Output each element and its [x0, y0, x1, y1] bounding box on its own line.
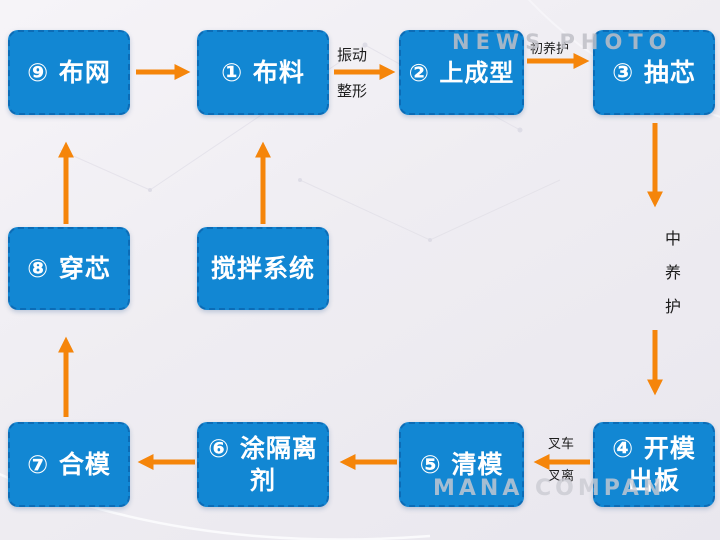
node-step-2-forming: ② 上成型 — [399, 30, 524, 115]
node-step-4-open-mold: ④ 开模出板 — [593, 422, 715, 507]
node-step-5-clean-mold: ⑤ 清模 — [399, 422, 524, 507]
node-label: ④ 开模出板 — [612, 434, 696, 495]
node-step-8-thread-core: ⑧ 穿芯 — [8, 227, 130, 310]
node-label: ⑧ 穿芯 — [27, 253, 111, 283]
node-step-1-distribute: ① 布料 — [197, 30, 329, 115]
node-label: ⑨ 布网 — [27, 57, 111, 87]
node-label: ③ 抽芯 — [612, 57, 696, 87]
edge-label-vibration-line2: 整形 — [337, 82, 368, 100]
node-label: ⑦ 合模 — [27, 449, 111, 479]
node-step-7-close-mold: ⑦ 合模 — [8, 422, 130, 507]
node-label: ① 布料 — [221, 57, 305, 87]
node-step-9-lay-mesh: ⑨ 布网 — [8, 30, 130, 115]
node-label: ② 上成型 — [408, 58, 515, 87]
edge-label-intermediate-curing: 中养护 — [664, 229, 681, 316]
edge-label-forklift-line1: 叉车 — [548, 437, 575, 452]
edge-label-forklift-line2: 叉离 — [548, 469, 575, 484]
node-label: ⑥ 涂隔离剂 — [208, 434, 318, 495]
node-step-3-core-pull: ③ 抽芯 — [593, 30, 715, 115]
node-label: ⑤ 清模 — [419, 449, 504, 479]
edge-label-initial-curing: 初养护 — [530, 42, 570, 57]
edge-label-vibration-line1: 振动 — [337, 46, 368, 64]
node-label: 搅拌系统 — [210, 253, 315, 283]
node-step-6-release-agent: ⑥ 涂隔离剂 — [197, 422, 329, 507]
node-mixing-system: 搅拌系统 — [197, 227, 329, 310]
